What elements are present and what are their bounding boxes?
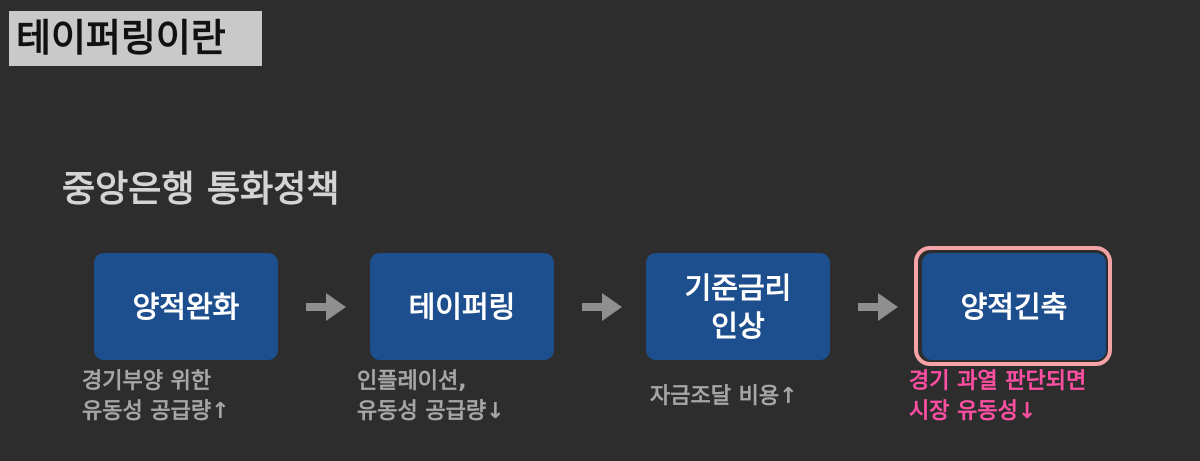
- step-box-rate-hike: 기준금리 인상: [646, 253, 830, 360]
- step-box-quantitative-tightening: 양적긴축: [922, 253, 1106, 360]
- page-title: 테이퍼링이란: [9, 11, 262, 66]
- right-arrow-icon: [582, 293, 622, 321]
- step-note: 인플레이션, 유동성 공급량↓: [357, 369, 505, 424]
- step-label: 테이퍼링: [408, 289, 516, 324]
- step-box-tapering: 테이퍼링: [370, 253, 554, 360]
- step-note: 자금조달 비용↑: [650, 384, 798, 409]
- step-note: 경기부양 위한 유동성 공급량↑: [82, 369, 230, 424]
- step-note-highlighted: 경기 과열 판단되면 시장 유동성↓: [909, 369, 1087, 424]
- diagram-subtitle: 중앙은행 통화정책: [62, 169, 340, 210]
- highlight-ring: [914, 246, 1112, 366]
- right-arrow-icon: [858, 293, 898, 321]
- step-label: 양적완화: [132, 289, 240, 324]
- step-label: 양적긴축: [960, 289, 1068, 324]
- right-arrow-icon: [306, 293, 346, 321]
- step-box-quantitative-easing: 양적완화: [94, 253, 278, 360]
- step-label: 기준금리 인상: [684, 270, 792, 343]
